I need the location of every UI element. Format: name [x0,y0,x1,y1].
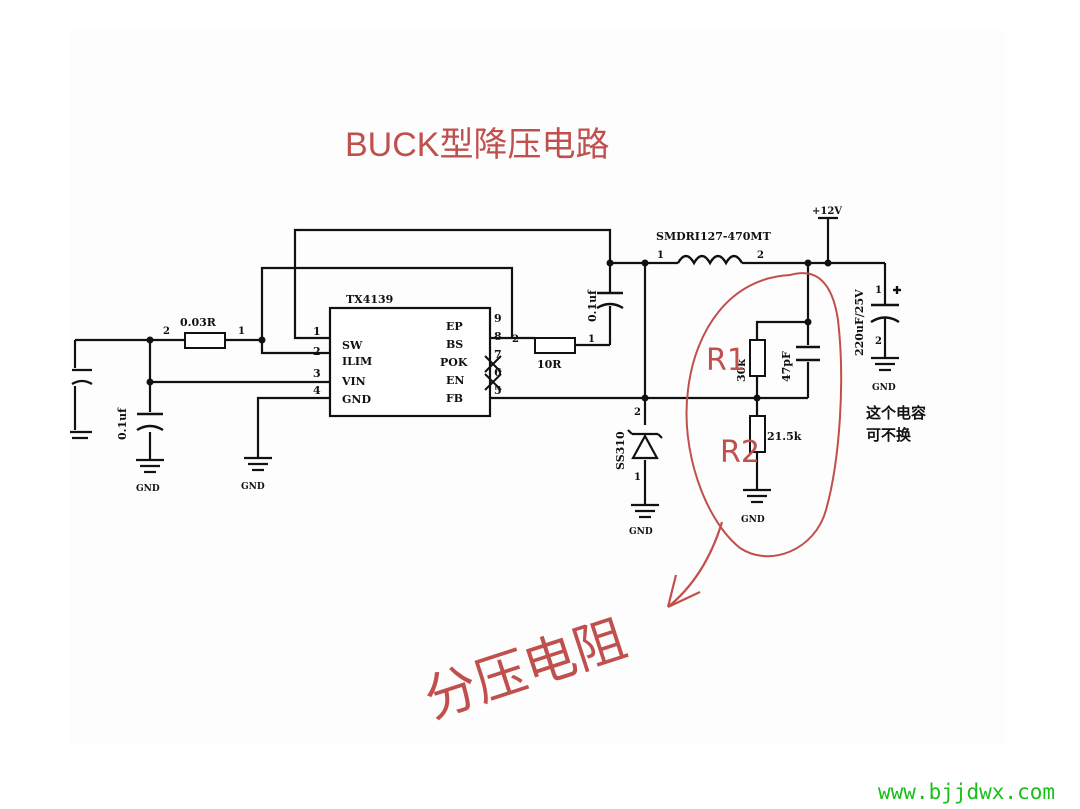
wire-ic-gnd [256,396,330,458]
ic-pin-number: 1 [313,325,321,338]
junctions [146,259,832,402]
ic-pin-number: 9 [494,312,502,325]
shunt-resistor [184,332,226,349]
upper-resistor-value: 30k [735,359,748,382]
junction-dot [258,336,266,344]
ic-pin-number: 2 [313,345,321,358]
junction-dot [804,318,812,326]
net-number: 2 [757,250,764,261]
no-connect-marks [484,355,502,391]
divider-circle-mark [685,272,843,558]
ground-label: GND [241,482,265,492]
ground-icon [136,458,164,474]
ic-pin-label: BS [446,338,463,351]
watermark: www.bjjdwx.com [878,780,1055,804]
r1-hand-mark: R1 [706,343,746,378]
net-number: 1 [238,326,245,337]
junction-dot [146,336,154,344]
junction-dot [146,378,154,386]
output-cap-value: 220uF/25V [853,289,866,356]
ic-body [328,306,492,418]
ground-symbols [136,356,899,519]
ground-icon [871,356,899,372]
output-capacitor [870,286,901,324]
ground-label: GND [629,527,653,537]
cap-note-line1: 这个电容 [866,404,926,422]
net-number: 2 [634,407,641,418]
net-number: 2 [875,336,882,347]
net-number: 1 [657,250,664,261]
boot-resistor [534,337,576,354]
ground-label: GND [741,515,765,525]
net-number: 2 [163,326,170,337]
cropped-capacitor [70,340,93,440]
diagram-title: BUCK型降压电路 [345,126,609,164]
ground-icon [631,503,659,519]
ic-pin-number: 4 [313,384,321,397]
ic-pin-label: FB [446,392,463,405]
supply-label: +12V [812,206,842,217]
lower-resistor [749,415,766,453]
ic-pin-number: 7 [494,348,502,361]
boot-capacitor [596,291,624,310]
ic-name: TX4139 [346,293,393,306]
feedforward-capacitor [796,345,820,362]
ic-pin-label: VIN [341,375,366,388]
ic-pin-label: SW [342,339,363,352]
ic-left-pins: 1 SW 2 ILIM 3 VIN 4 GND [313,325,372,406]
r2-hand-mark: R2 [720,435,760,470]
input-capacitor [136,412,164,432]
net-number: 2 [512,334,519,345]
ground-icon [743,488,771,504]
junction-dot [641,394,649,402]
ic-right-pins: EP 9 BS 8 POK 7 EN 6 FB 5 [440,312,502,405]
cap-note-line2: 可不换 [866,426,912,444]
boot-cap-value: 0.1uf [586,289,599,322]
ic-pin-number: 3 [313,367,321,380]
wire-sw-loop [293,228,612,340]
ic-pin-label: EN [446,374,464,387]
ic-pin-number: 5 [494,384,502,397]
input-cap-value: 0.1uf [116,407,129,440]
paper-background [70,30,1005,745]
ic-pin-label: EP [446,320,463,333]
ground-labels: GND GND GND GND GND [136,383,896,537]
ic-pin-label: ILIM [342,355,372,368]
junction-dot [824,259,832,267]
wire-ilim-loop [260,266,514,355]
ground-label: GND [872,383,896,393]
net-number: 1 [634,472,641,483]
ic-pin-number: 6 [494,366,502,379]
wire-r1-top [755,320,808,340]
diode-icon [627,429,663,460]
upper-resistor [749,339,766,377]
diode-value: SS310 [614,431,627,470]
inductor-value: SMDRI127-470MT [656,230,772,243]
junction-dot [804,259,812,267]
ic-pin-label: POK [440,356,468,369]
ic-pin-number: 8 [494,330,502,343]
arrow-icon [666,521,724,608]
boot-resistor-value: 10R [537,358,562,371]
ground-icon [244,456,272,472]
junction-dot [753,394,761,402]
junction-dot [641,259,649,267]
inductor [676,254,744,266]
net-number: 1 [875,285,882,296]
shunt-resistor-value: 0.03R [180,316,217,329]
feedforward-cap-value: 47pF [780,351,793,382]
net-number: 1 [588,334,595,345]
lower-resistor-value: 21.5k [767,430,802,443]
ic-pin-label: GND [342,393,371,406]
junction-dot [606,259,614,267]
ground-label: GND [136,484,160,494]
